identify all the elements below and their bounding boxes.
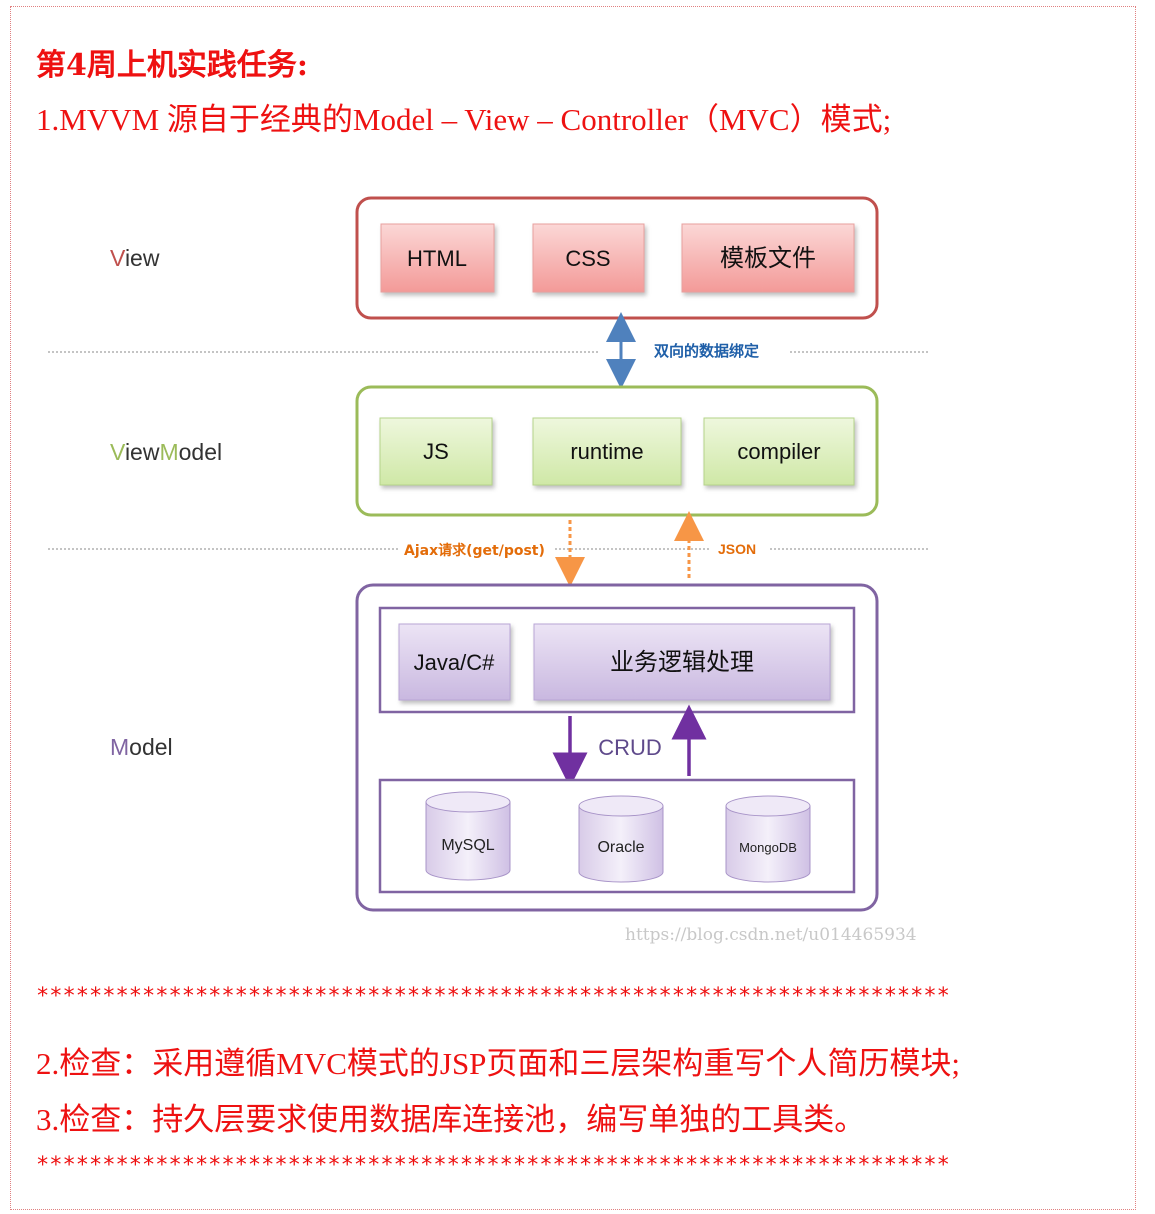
- viewmodel-box-compiler-label: compiler: [737, 439, 820, 464]
- model-box-logic-label: 业务逻辑处理: [610, 648, 754, 676]
- database-mongodb: [725, 795, 811, 883]
- model-box-java: [398, 623, 511, 701]
- viewmodel-box-js-label: JS: [423, 439, 449, 464]
- line-3: 3.检查：持久层要求使用数据库连接池，编写单独的工具类。: [36, 1102, 866, 1137]
- separator-stars-bottom: ****************************************…: [36, 1153, 950, 1178]
- view-box-template-label: 模板文件: [720, 244, 816, 272]
- watermark: https://blog.csdn.net/u014465934: [625, 925, 917, 945]
- database-mysql-label: MySQL: [441, 837, 494, 854]
- model-box-java-label: Java/C#: [414, 650, 495, 675]
- view-box-html: [380, 223, 495, 293]
- view-box-css: [532, 223, 645, 293]
- model-box-logic: [533, 623, 831, 701]
- database-mysql: [425, 791, 511, 881]
- layer-label-viewmodel: ViewModel: [110, 439, 222, 465]
- database-mongodb-label: MongoDB: [739, 840, 797, 855]
- viewmodel-box-runtime-label: runtime: [570, 439, 643, 464]
- separator-stars-top: ****************************************…: [36, 984, 950, 1009]
- mvvm-diagram: View ViewModel Model HTML CSS 模板文件 双向的数据…: [48, 196, 930, 945]
- database-oracle: [578, 795, 664, 883]
- layer-label-view: View: [110, 245, 160, 271]
- view-box-css-label: CSS: [565, 246, 610, 271]
- ajax-label: Ajax请求(get/post): [404, 542, 545, 559]
- binding-label: 双向的数据绑定: [654, 342, 759, 360]
- document-frame: [10, 6, 1136, 1210]
- line-2: 2.检查：采用遵循MVC模式的JSP页面和三层架构重写个人简历模块;: [36, 1046, 961, 1081]
- view-box-html-label: HTML: [407, 246, 467, 271]
- line-1: 1.MVVM 源自于经典的Model – View – Controller（M…: [36, 102, 892, 137]
- database-oracle-label: Oracle: [597, 839, 644, 856]
- viewmodel-box-compiler: [703, 417, 855, 486]
- viewmodel-box-js: [379, 417, 493, 486]
- crud-label: CRUD: [598, 735, 662, 760]
- heading: 第4周上机实践任务:: [36, 48, 308, 83]
- view-box-template: [681, 223, 855, 293]
- layer-label-model: Model: [110, 734, 173, 760]
- viewmodel-box-runtime: [532, 417, 682, 486]
- json-label: JSON: [718, 541, 756, 557]
